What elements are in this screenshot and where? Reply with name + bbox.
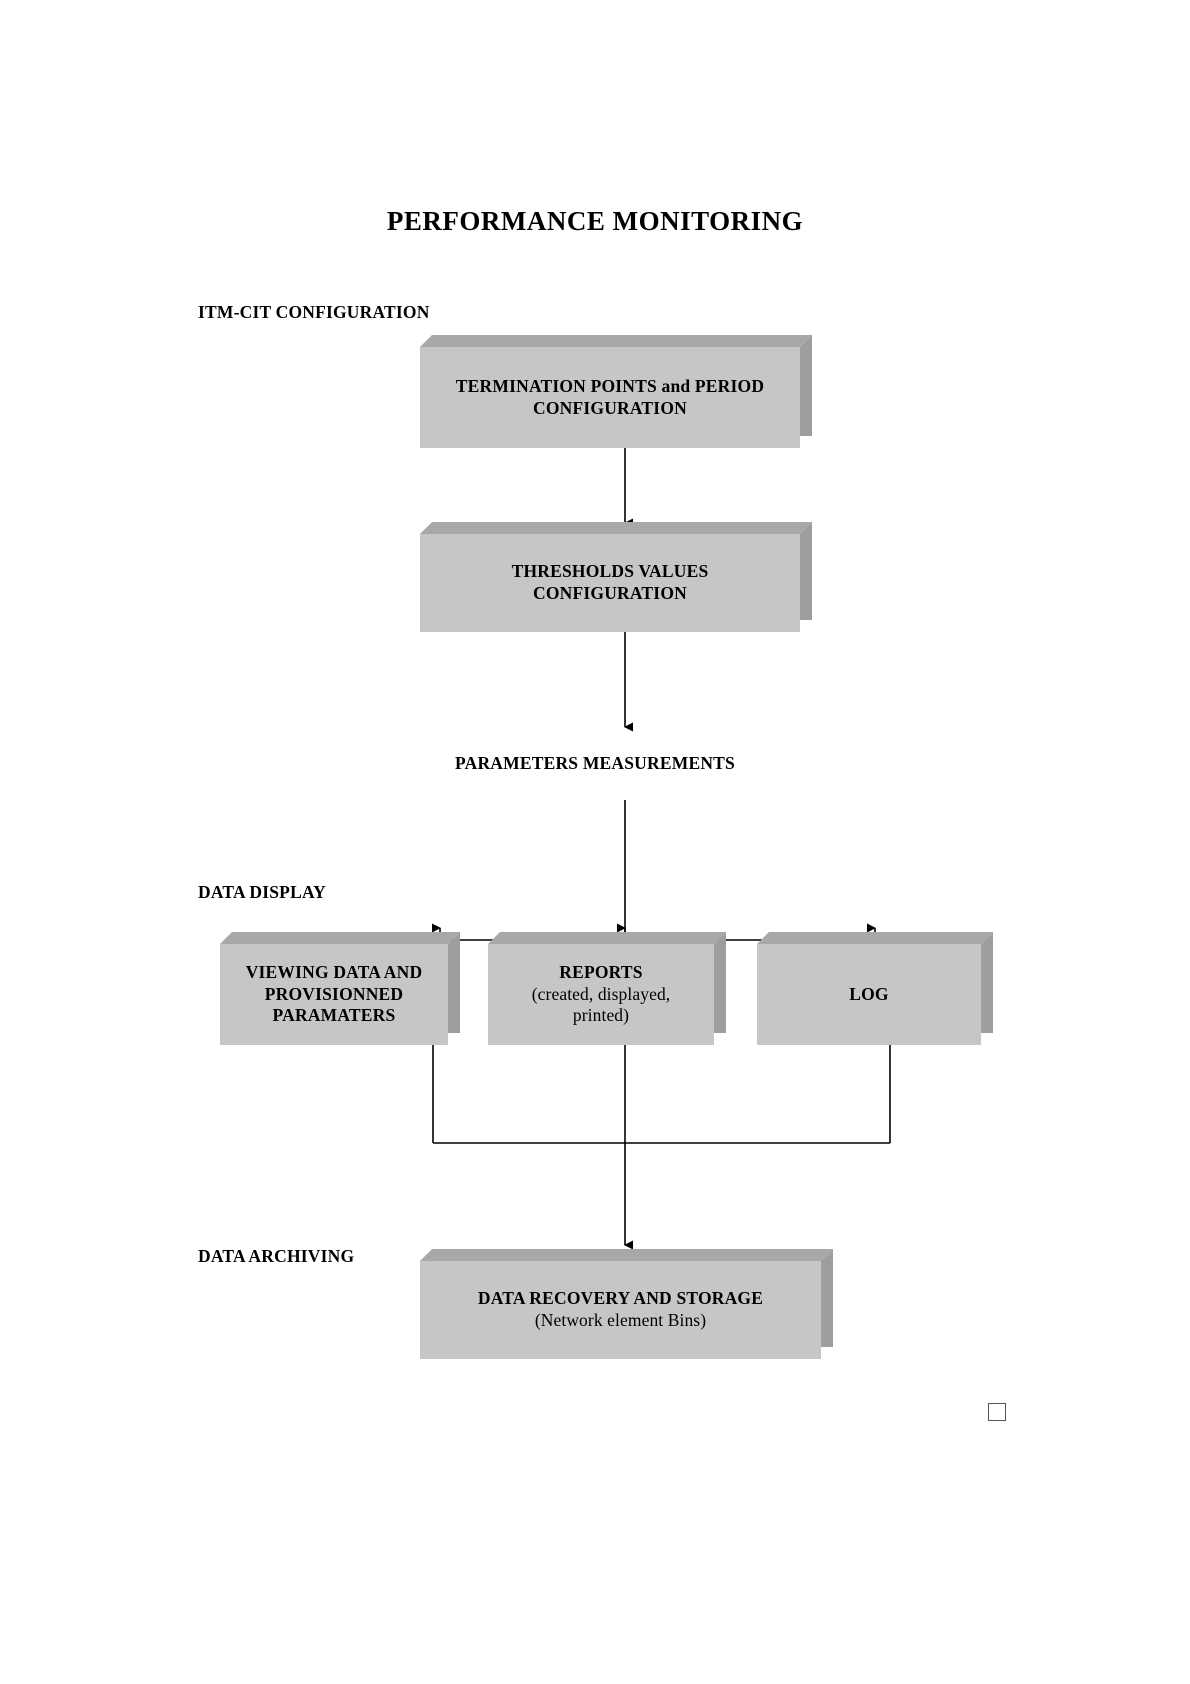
node-label: DATA RECOVERY AND STORAGE (Network eleme… <box>420 1261 821 1359</box>
node-thresholds-values-configuration[interactable]: THRESHOLDS VALUES CONFIGURATION <box>420 522 812 632</box>
page-title: PERFORMANCE MONITORING <box>386 206 804 236</box>
node-label-line-2: (created, displayed, <box>531 983 671 1004</box>
box-front-face <box>420 534 800 632</box>
box-top-bevel <box>757 932 993 944</box>
node-label-line-1: THRESHOLDS VALUES <box>511 561 709 582</box>
node-label-line-3: PARAMATERS <box>272 1005 396 1026</box>
box-front-face <box>220 944 448 1045</box>
box-top-bevel <box>488 932 726 944</box>
section-label-data-archiving: DATA ARCHIVING <box>198 1246 355 1266</box>
node-viewing-data-and-provisionned-paramaters[interactable]: VIEWING DATA AND PROVISIONNED PARAMATERS <box>220 932 460 1045</box>
box-top-bevel <box>420 335 812 347</box>
node-label-line-3: printed) <box>572 1005 630 1026</box>
box-front-face <box>420 1261 821 1359</box>
node-data-recovery-and-storage[interactable]: DATA RECOVERY AND STORAGE (Network eleme… <box>420 1249 833 1359</box>
node-label: REPORTS (created, displayed, printed) <box>488 944 714 1045</box>
node-reports[interactable]: REPORTS (created, displayed, printed) <box>488 932 726 1045</box>
box-front-face <box>420 347 800 448</box>
node-label-line-1: VIEWING DATA AND <box>245 961 423 982</box>
box-side-bevel <box>821 1249 833 1347</box>
box-side-bevel <box>800 335 812 436</box>
node-log[interactable]: LOG <box>757 932 993 1045</box>
box-front-face <box>757 944 981 1045</box>
box-top-bevel <box>420 522 812 534</box>
node-label: TERMINATION POINTS and PERIOD CONFIGURAT… <box>420 347 800 448</box>
node-label-line-1: REPORTS <box>559 961 643 982</box>
box-top-bevel <box>420 1249 833 1261</box>
section-label-itm-cit-configuration: ITM-CIT CONFIGURATION <box>198 302 430 322</box>
node-label: VIEWING DATA AND PROVISIONNED PARAMATERS <box>220 944 448 1045</box>
box-side-bevel <box>800 522 812 620</box>
box-front-face <box>488 944 714 1045</box>
section-label-parameters-measurements: PARAMETERS MEASUREMENTS <box>455 753 735 773</box>
node-label: THRESHOLDS VALUES CONFIGURATION <box>420 534 800 632</box>
node-label-line-1: DATA RECOVERY AND STORAGE <box>477 1288 764 1309</box>
box-top-bevel <box>220 932 460 944</box>
box-side-bevel <box>714 932 726 1033</box>
node-label-line-1: TERMINATION POINTS and PERIOD <box>455 375 765 396</box>
node-label-line-1: LOG <box>849 983 889 1004</box>
node-termination-points-and-period-configuration[interactable]: TERMINATION POINTS and PERIOD CONFIGURAT… <box>420 335 812 448</box>
node-label-line-2: CONFIGURATION <box>533 583 687 603</box>
page-corner-mark <box>988 1403 1006 1421</box>
box-side-bevel <box>448 932 460 1033</box>
node-label-line-2: (Network element Bins) <box>534 1310 707 1330</box>
box-side-bevel <box>981 932 993 1033</box>
node-label-line-2: CONFIGURATION <box>533 397 687 418</box>
section-label-data-display: DATA DISPLAY <box>198 882 327 902</box>
node-label-line-2: PROVISIONNED <box>264 983 404 1004</box>
node-label: LOG <box>757 944 981 1045</box>
